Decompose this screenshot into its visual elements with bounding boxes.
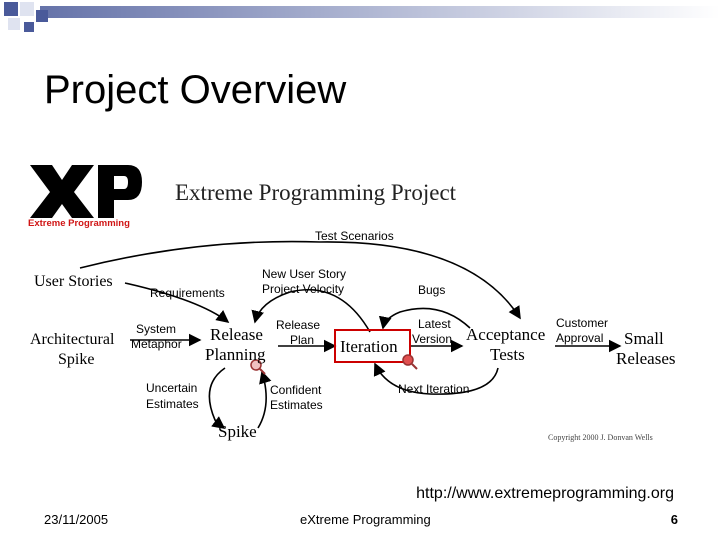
label-version: Version [412, 332, 452, 346]
xp-logo: Extreme Programming [28, 165, 142, 229]
node-release: Release [210, 325, 263, 344]
magnifier-icon [250, 359, 266, 375]
node-spike-left: Spike [58, 351, 94, 368]
slide-title: Project Overview [44, 68, 347, 112]
label-metaphor: Metaphor [131, 337, 182, 351]
label-estimates-1: Estimates [146, 397, 199, 411]
node-spike-bottom: Spike [218, 422, 257, 441]
label-confident: Confident [270, 383, 322, 397]
corner-decoration [4, 2, 720, 32]
copyright-text: Copyright 2000 J. Donvan Wells [548, 433, 653, 442]
label-new-user-story: New User Story [262, 267, 346, 281]
label-uncertain: Uncertain [146, 381, 197, 395]
iteration-box [334, 329, 411, 363]
node-iteration: Iteration [340, 337, 398, 356]
label-project-velocity: Project Velocity [262, 282, 344, 296]
node-tests: Tests [490, 345, 525, 364]
node-releases: Releases [616, 349, 675, 368]
label-approval: Approval [556, 331, 603, 345]
node-user-stories: User Stories [34, 273, 113, 290]
magnifier-icon [402, 354, 418, 370]
label-customer: Customer [556, 316, 608, 330]
label-release-plan-2: Plan [290, 333, 314, 347]
node-acceptance: Acceptance [466, 325, 545, 344]
node-architectural: Architectural [30, 331, 115, 348]
label-latest: Latest [418, 317, 451, 331]
xp-project-diagram: Extreme Programming Extreme Programming … [28, 165, 675, 442]
node-small: Small [624, 329, 664, 348]
label-estimates-2: Estimates [270, 398, 323, 412]
label-next-iteration: Next Iteration [398, 382, 469, 396]
logo-text: Extreme Programming [28, 218, 130, 229]
page-number: 6 [670, 512, 678, 527]
source-url[interactable]: http://www.extremeprogramming.org [416, 485, 674, 502]
label-system: System [136, 322, 176, 336]
footer-date: 23/11/2005 [44, 512, 109, 527]
diagram-heading: Extreme Programming Project [175, 180, 457, 205]
footer-title: eXtreme Programming [300, 512, 431, 527]
label-requirements: Requirements [150, 286, 225, 300]
label-bugs: Bugs [418, 283, 445, 297]
node-planning: Planning [205, 345, 266, 364]
label-release-plan-1: Release [276, 318, 320, 332]
label-test-scenarios: Test Scenarios [315, 229, 394, 243]
